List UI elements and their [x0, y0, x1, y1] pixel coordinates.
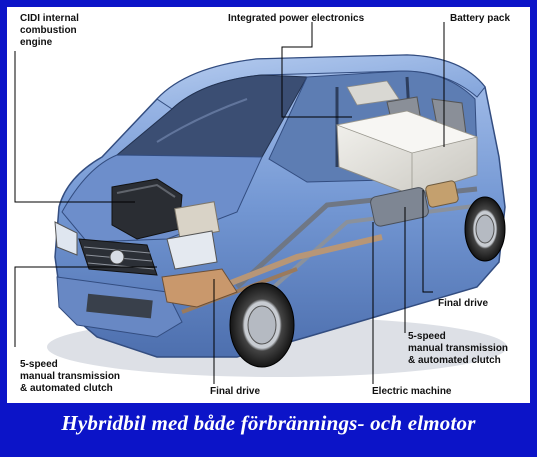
brand-emblem	[109, 249, 125, 265]
label-electric-machine: Electric machine	[372, 386, 452, 397]
label-battery-pack: Battery pack	[450, 13, 511, 24]
diagram-panel: CIDI internal combustion engine Integrat…	[7, 7, 530, 403]
label-cidi-engine: CIDI internal combustion engine	[20, 13, 79, 48]
label-transmission-rear: 5-speed manual transmission & automated …	[408, 331, 509, 366]
label-transmission-front: 5-speed manual transmission & automated …	[20, 359, 121, 394]
leader-lines	[14, 22, 445, 384]
label-final-drive-front: Final drive	[210, 386, 261, 397]
electric-machine	[370, 187, 429, 227]
power-electronics-unit	[346, 80, 400, 106]
front-transmission	[161, 268, 238, 308]
headlight-left	[54, 221, 78, 256]
caption: Hybridbil med både förbrännings- och elm…	[61, 411, 476, 435]
label-integrated-power-electronics: Integrated power electronics	[228, 13, 365, 24]
front-wheel	[229, 282, 295, 368]
headlight-right	[166, 230, 218, 270]
car-illustration	[14, 22, 507, 384]
rear-wheel	[464, 196, 506, 262]
label-final-drive-rear: Final drive	[438, 298, 489, 309]
